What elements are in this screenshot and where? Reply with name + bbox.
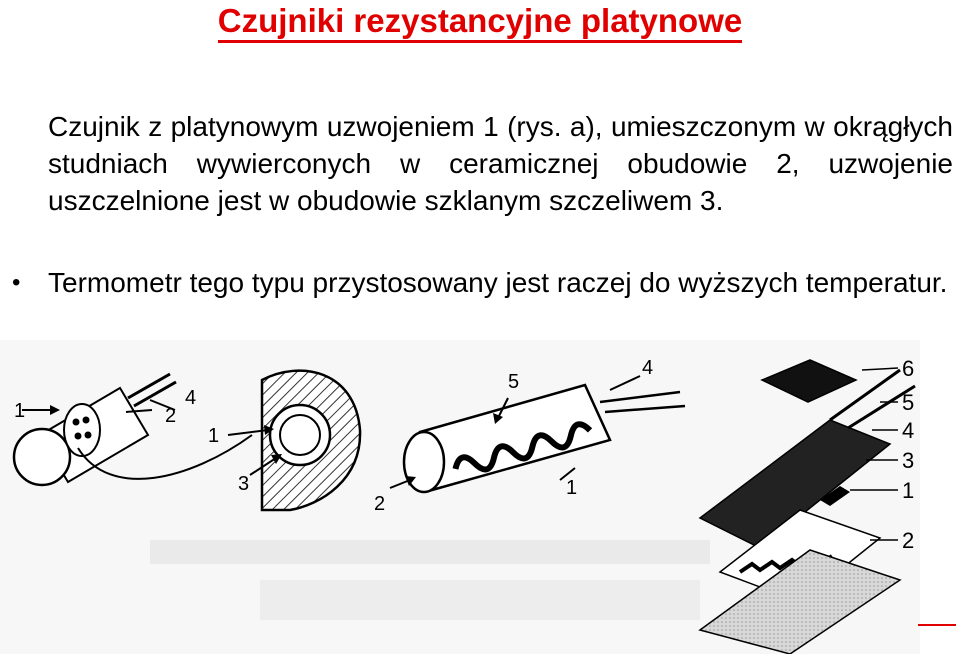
bullet-item-temperature: Termometr tego typu przystosowany jest r… (48, 267, 948, 298)
middle-label-5: 5 (508, 371, 519, 393)
cylinder-sensor-drawing (12, 372, 253, 487)
right-label-1: 1 (902, 478, 914, 503)
right-label-3: 3 (902, 448, 914, 473)
middle-label-1: 1 (566, 477, 577, 499)
thin-film-sensor-drawing (698, 359, 916, 654)
paragraph-description: Czujnik z platynowym uzwojeniem 1 (rys. … (48, 111, 953, 216)
middle-label-4: 4 (642, 357, 653, 379)
middle-label-2: 2 (374, 493, 385, 515)
left-label-1b: 1 (208, 425, 219, 447)
right-label-4: 4 (902, 418, 914, 443)
right-label-5: 5 (902, 390, 914, 415)
left-label-4: 4 (185, 387, 196, 409)
sensor-figure: 1 4 2 1 3 4 5 2 1 (0, 340, 920, 654)
accent-line (918, 624, 956, 626)
cross-section-drawing (227, 369, 362, 512)
coil-tube-drawing (389, 375, 686, 494)
right-label-6: 6 (902, 356, 914, 381)
bullet-icon: • (12, 269, 21, 296)
slide-title: Czujniki rezystancyjne platynowe (0, 2, 960, 43)
right-label-2: 2 (902, 528, 914, 553)
left-label-2: 2 (165, 405, 176, 427)
left-label-3: 3 (238, 473, 249, 495)
left-label-1: 1 (14, 400, 25, 422)
